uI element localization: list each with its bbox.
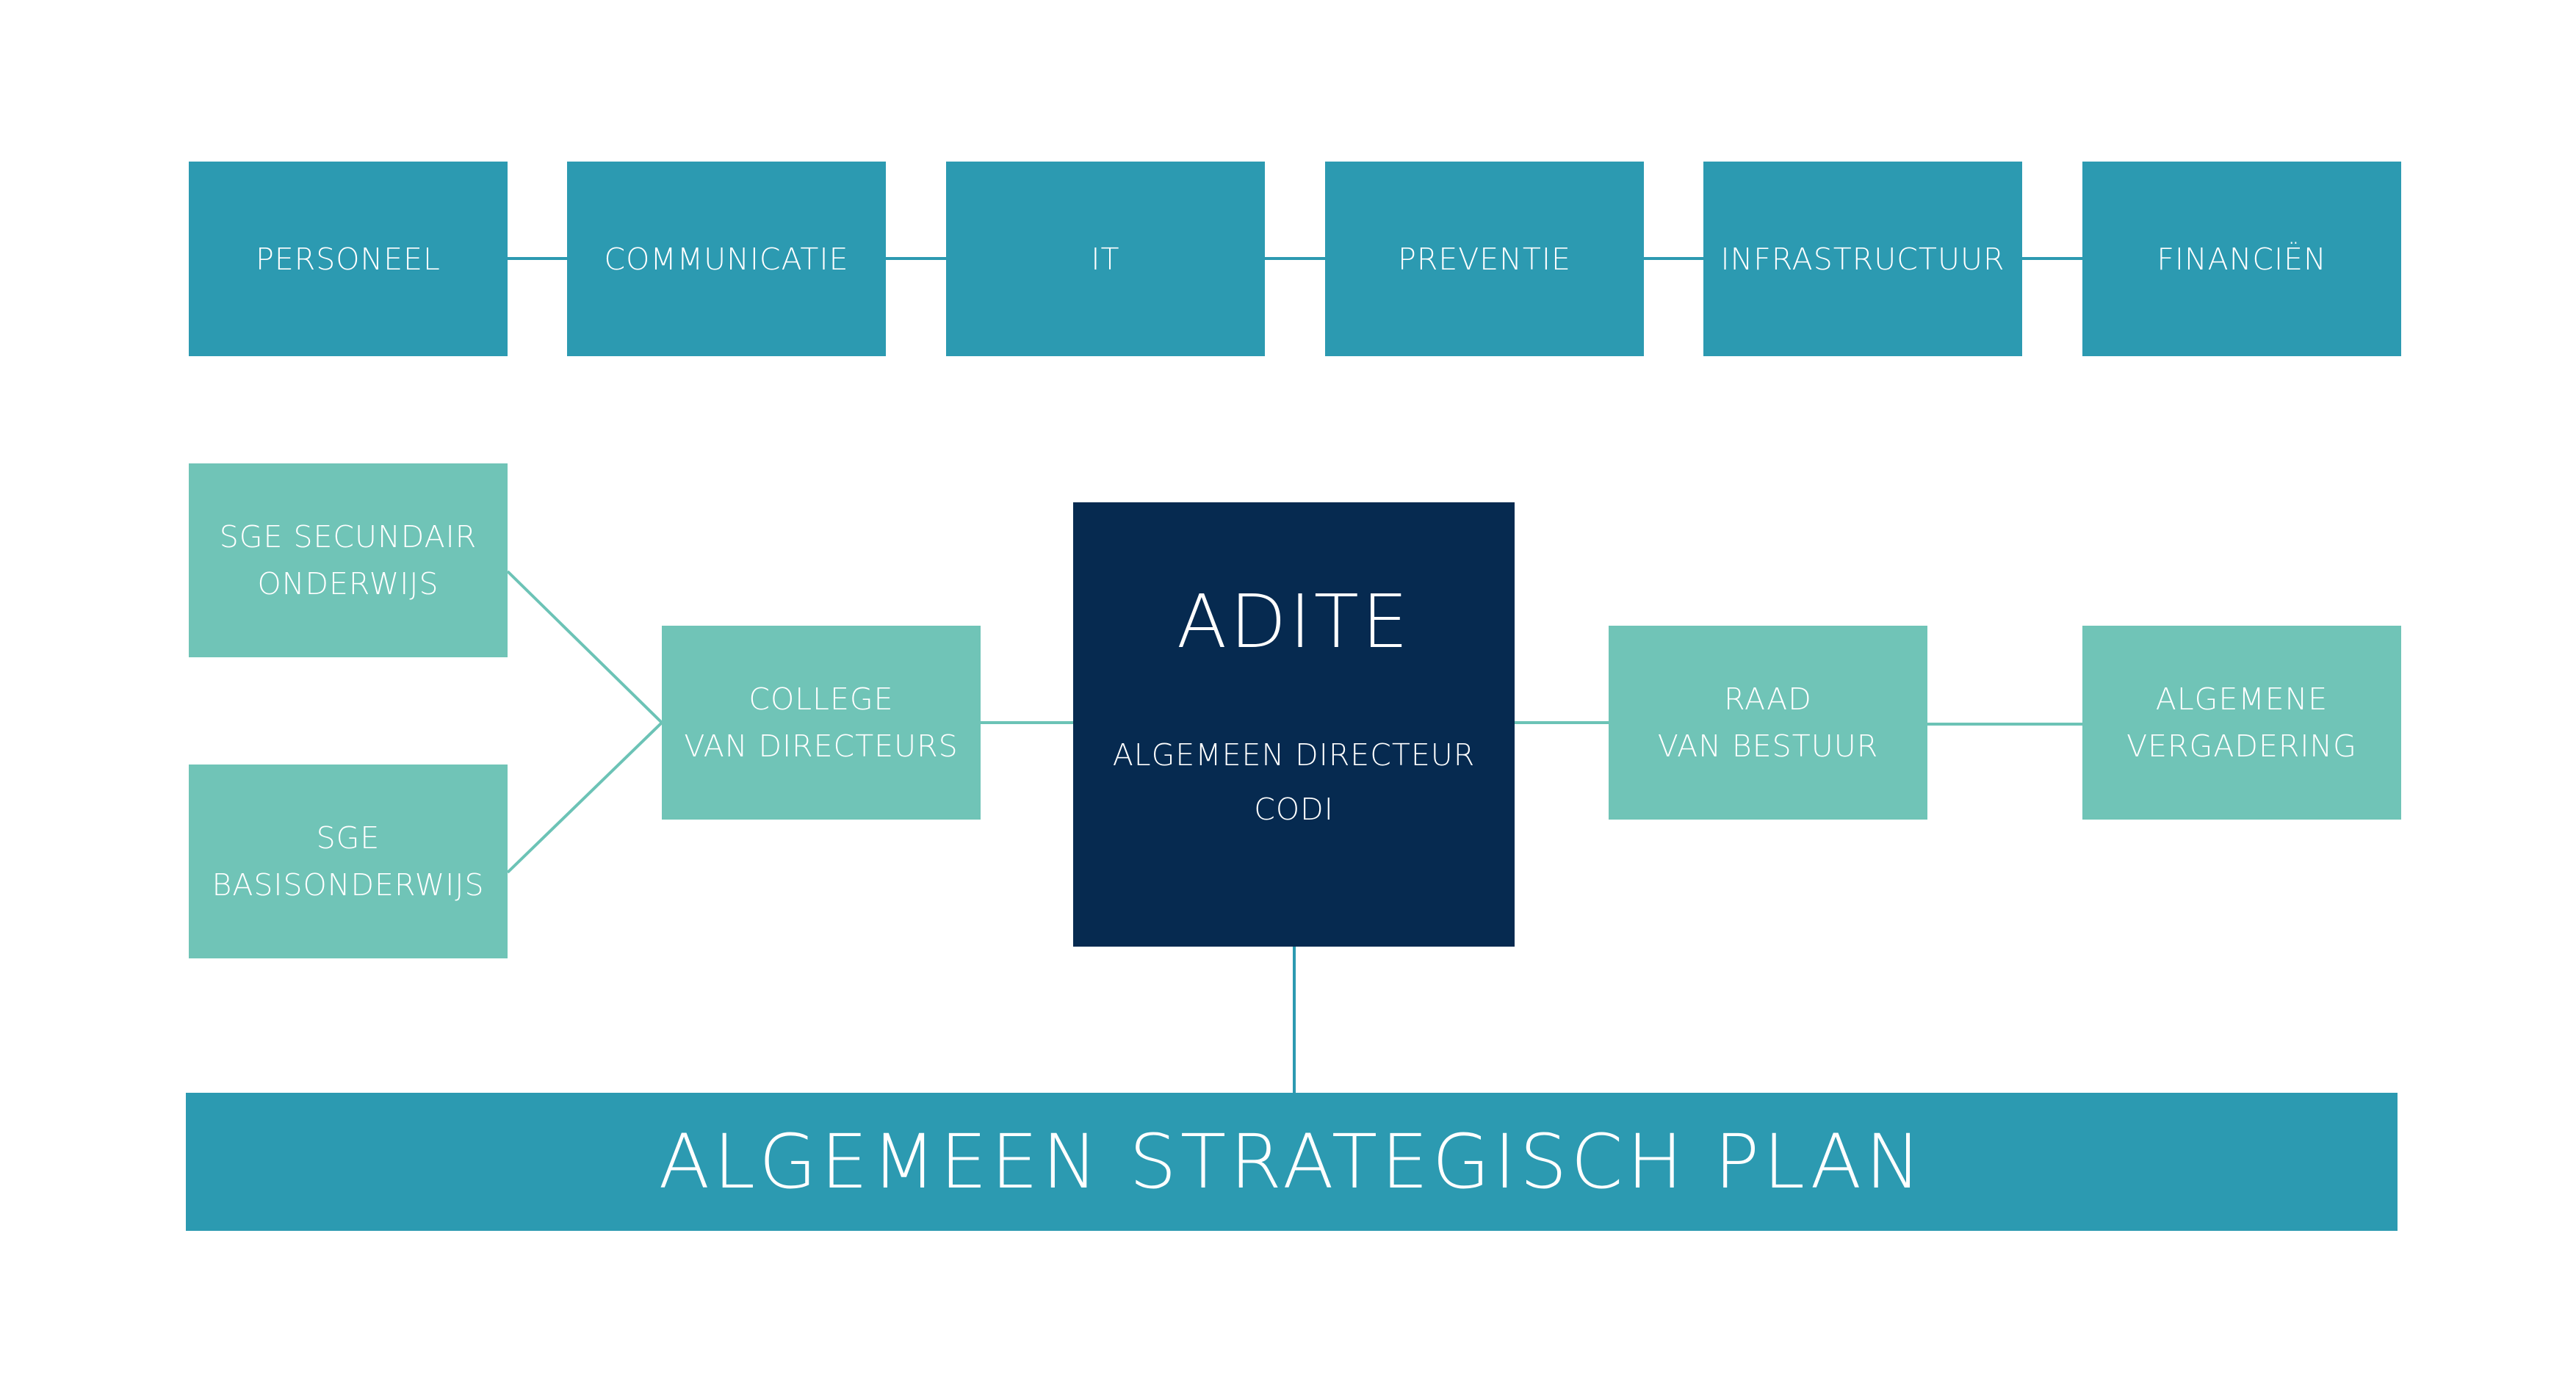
vergadering-line1: ALGEMENE bbox=[2155, 682, 2328, 717]
adite-role-line2: CODI bbox=[1254, 792, 1334, 827]
adite-role-line1: ALGEMEEN DIRECTEUR bbox=[1112, 737, 1476, 773]
department-label: INFRASTRUCTUUR bbox=[1720, 241, 2005, 277]
college-van-directeurs-box: COLLEGE VAN DIRECTEURS bbox=[662, 626, 981, 820]
sge-secundair-to-college-connector bbox=[506, 570, 663, 724]
college-line1: COLLEGE bbox=[748, 682, 894, 717]
sge-basis-line2: BASISONDERWIJS bbox=[212, 867, 485, 903]
department-label: FINANCIËN bbox=[2157, 241, 2327, 277]
department-communicatie: COMMUNICATIE bbox=[567, 162, 886, 356]
algemene-vergadering-box: ALGEMENE VERGADERING bbox=[2082, 626, 2401, 820]
adite-central-box: ADITE ALGEMEEN DIRECTEUR CODI bbox=[1073, 502, 1515, 947]
sge-secundair-line2: ONDERWIJS bbox=[257, 566, 439, 601]
department-preventie: PREVENTIE bbox=[1325, 162, 1644, 356]
strategic-plan-bar: ALGEMEEN STRATEGISCH PLAN bbox=[186, 1093, 2398, 1231]
sge-secundair-line1: SGE SECUNDAIR bbox=[219, 519, 477, 554]
sge-basisonderwijs-box: SGE BASISONDERWIJS bbox=[189, 765, 508, 958]
department-label: COMMUNICATIE bbox=[604, 241, 849, 277]
raad-line2: VAN BESTUUR bbox=[1657, 729, 1879, 764]
raad-line1: RAAD bbox=[1724, 682, 1812, 717]
adite-role: ALGEMEEN DIRECTEUR CODI bbox=[1113, 728, 1476, 836]
raad-van-bestuur-box: RAAD VAN BESTUUR bbox=[1609, 626, 1927, 820]
sge-basis-line1: SGE bbox=[316, 820, 380, 856]
department-personeel: PERSONEEL bbox=[189, 162, 508, 356]
sge-basis-to-college-connector bbox=[506, 721, 663, 874]
vergadering-line2: VERGADERING bbox=[2126, 729, 2357, 764]
department-label: PREVENTIE bbox=[1398, 241, 1571, 277]
strategic-plan-label: ALGEMEEN STRATEGISCH PLAN bbox=[658, 1118, 1925, 1206]
department-infrastructuur: INFRASTRUCTUUR bbox=[1703, 162, 2022, 356]
sge-secundair-onderwijs-box: SGE SECUNDAIR ONDERWIJS bbox=[189, 463, 508, 657]
adite-title: ADITE bbox=[1176, 579, 1412, 665]
college-line2: VAN DIRECTEURS bbox=[684, 729, 959, 764]
department-it: IT bbox=[946, 162, 1265, 356]
department-label: IT bbox=[1091, 241, 1120, 277]
department-financien: FINANCIËN bbox=[2082, 162, 2401, 356]
department-label: PERSONEEL bbox=[256, 241, 441, 277]
